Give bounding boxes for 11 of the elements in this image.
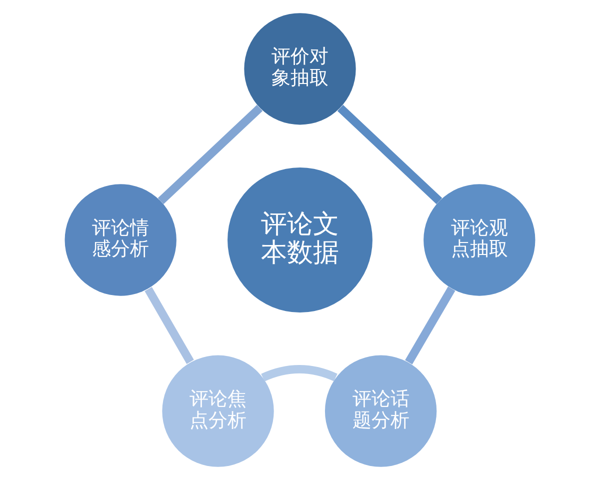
connector <box>405 286 456 364</box>
connector <box>144 287 194 364</box>
connector <box>158 104 263 204</box>
node-circle: 评价对象抽取 <box>244 13 356 125</box>
node-circle: 评论观点抽取 <box>424 184 536 296</box>
connector <box>261 365 338 382</box>
node-circle: 评论情感分析 <box>64 184 176 296</box>
node-circle: 评论焦点分析 <box>162 355 274 467</box>
node-circle: 评论话题分析 <box>324 355 437 467</box>
node-circle: 评论文本数据 <box>228 168 372 312</box>
connector <box>337 104 442 204</box>
